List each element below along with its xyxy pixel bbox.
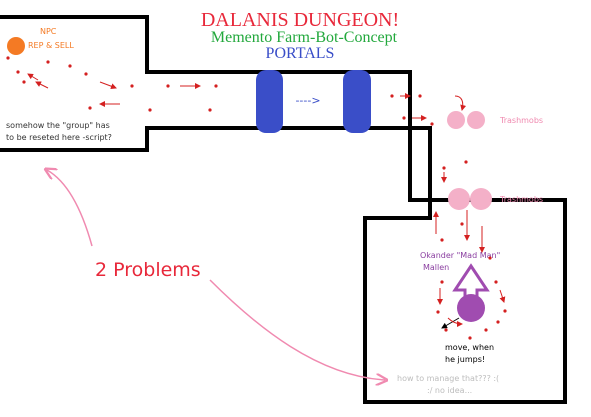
problems-heading: 2 Problems [95, 259, 201, 281]
problem-arrow-boss-jump [209, 279, 385, 380]
dungeon-outline [0, 15, 567, 404]
portal-transfer-arrow: ----> [295, 94, 320, 107]
boss-marker [457, 294, 485, 322]
portal-right [343, 70, 371, 133]
boss-label-line2: Mallen [423, 263, 449, 272]
boss-jump-arrow [452, 263, 490, 300]
trashmob-group-1 [447, 111, 485, 129]
manage-question: how to manage that??? :( [397, 374, 499, 383]
npc-service-label: REP & SELL [28, 41, 74, 50]
route-arrows [27, 73, 506, 327]
dungeon-title: DALANIS DUNGEON! [201, 9, 399, 31]
concept-subtitle: Memento Farm-Bot-Concept [211, 29, 398, 46]
manage-question-line2: :/ no idea... [427, 386, 472, 395]
trashmob-label-1: Trashmobs [499, 116, 543, 125]
group-reset-note: somehow the "group" has [6, 121, 110, 130]
boss-label: Okander "Mad Man" [420, 251, 500, 260]
problem-arrow-group-reset [47, 170, 93, 247]
group-reset-note-line2: to be reseted here -script? [6, 133, 112, 142]
route-waypoints [6, 56, 507, 340]
npc-label: NPC [40, 27, 57, 36]
portals-label: PORTALS [266, 45, 335, 62]
move-instruction: move, when [445, 343, 494, 352]
npc-marker [7, 37, 25, 55]
portal-left [256, 70, 283, 133]
trashmob-label-2: Trashmobs [499, 195, 543, 204]
dodge-arrow [441, 317, 460, 329]
trashmob-group-2 [448, 188, 492, 210]
move-instruction-line2: he jumps! [445, 355, 485, 364]
